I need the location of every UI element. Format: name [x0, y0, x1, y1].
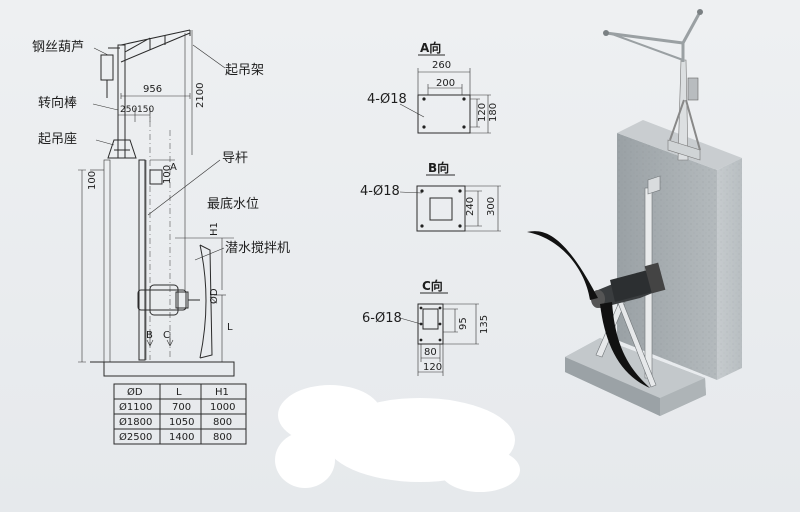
marker-h1: H1	[209, 222, 220, 236]
spec-table: ØD L H1 Ø1100 700 1000 Ø1800 1050 800 Ø2…	[113, 383, 247, 445]
dim-300: 300	[486, 197, 497, 216]
white-smudge	[275, 385, 520, 492]
label-crane-frame: 起吊架	[225, 63, 264, 78]
marker-b: B	[146, 330, 153, 341]
dim-250: 250	[120, 105, 137, 115]
view-b-title: B向	[428, 160, 449, 175]
view-b-holes: 4-Ø18	[360, 184, 400, 199]
marker-d: ØD	[208, 288, 220, 304]
table-cell: 700	[172, 402, 191, 413]
dim-240: 240	[465, 197, 476, 216]
dim-120: 120	[477, 103, 488, 122]
dim-100-left: 100	[87, 171, 98, 190]
label-crane-base: 起吊座	[38, 132, 77, 147]
label-wire-hoist: 钢丝葫芦	[32, 40, 84, 55]
view-c-title: C向	[422, 278, 443, 293]
label-turning-rod: 转向棒	[38, 95, 77, 111]
dim-100-box: 100	[162, 165, 173, 184]
label-lowest-water-level: 最底水位	[207, 196, 259, 212]
view-a: A向 260 200 120 180 4-Ø18	[367, 40, 499, 134]
table-cell: 1000	[210, 402, 235, 413]
dim-2100: 2100	[195, 83, 206, 108]
dim-180: 180	[488, 103, 499, 122]
table-cell: 1400	[169, 432, 194, 443]
table-header-l: L	[176, 387, 182, 398]
view-c-holes: 6-Ø18	[362, 311, 402, 326]
view-a-holes: 4-Ø18	[367, 92, 407, 107]
label-submersible-mixer: 潜水搅拌机	[225, 240, 290, 256]
mixer-3d-illustration	[527, 9, 742, 416]
marker-a: A	[170, 162, 177, 173]
dim-80: 80	[424, 347, 437, 358]
dim-95: 95	[458, 317, 469, 330]
table-cell: 800	[213, 417, 232, 428]
view-a-title: A向	[420, 40, 441, 55]
dim-150: 150	[137, 105, 154, 115]
dim-956: 956	[143, 84, 162, 95]
table-header-d: ØD	[127, 386, 143, 398]
label-guide-rod: 导杆	[222, 151, 248, 166]
side-view: 钢丝葫芦 起吊架 转向棒 起吊座 导杆 最底水位 潜水搅拌机 956 2100 …	[32, 29, 290, 377]
marker-c: C	[163, 330, 170, 341]
view-b: B向 240 300 4-Ø18	[360, 160, 501, 232]
view-c: C向 95 135 80 120 6-Ø18	[362, 278, 490, 376]
table-cell: Ø2500	[119, 431, 152, 443]
dim-135: 135	[479, 315, 490, 334]
dim-200: 200	[436, 78, 455, 89]
dim-120-c: 120	[423, 362, 442, 373]
marker-l: L	[227, 322, 233, 333]
table-cell: 1050	[169, 417, 194, 428]
table-cell: 800	[213, 432, 232, 443]
table-cell: Ø1800	[119, 416, 152, 428]
dim-260: 260	[432, 60, 451, 71]
table-header-h1: H1	[215, 387, 229, 398]
table-cell: Ø1100	[119, 401, 152, 413]
